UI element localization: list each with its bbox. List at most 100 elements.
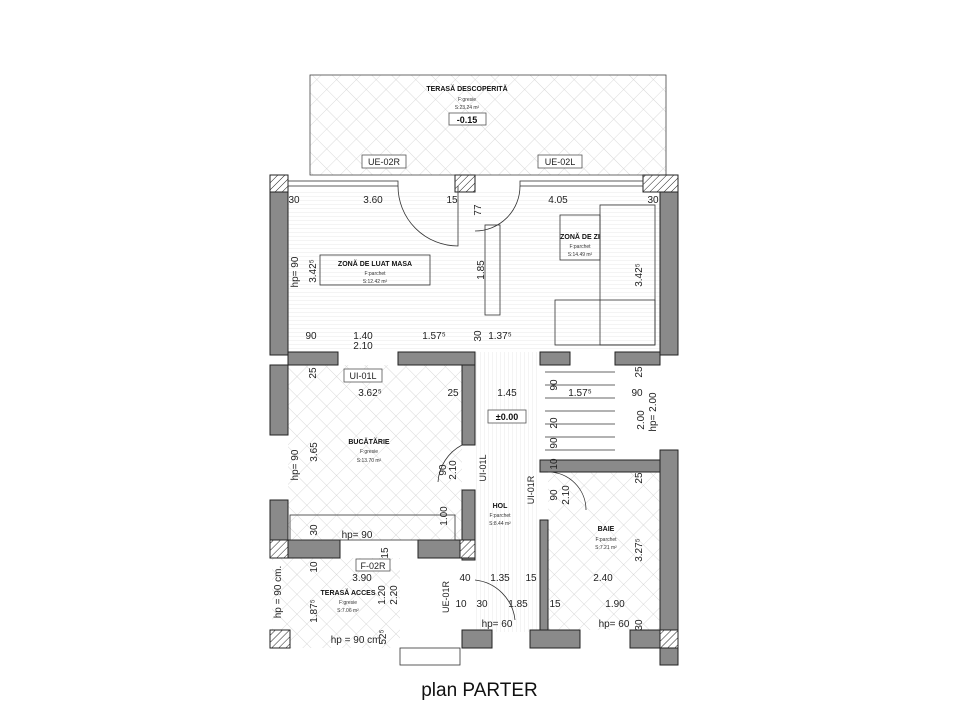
- svg-text:25: 25: [308, 367, 319, 379]
- svg-text:30: 30: [647, 195, 659, 206]
- svg-text:77: 77: [473, 204, 484, 216]
- terrace-entry-floor: [272, 558, 400, 648]
- openings-lines: [287, 180, 656, 666]
- svg-text:1.20: 1.20: [377, 585, 388, 605]
- svg-text:15: 15: [380, 547, 391, 559]
- svg-text:BAIE: BAIE: [598, 526, 615, 533]
- svg-text:3.90: 3.90: [352, 573, 372, 584]
- opening-tags: UE-02R UE-02L UI-01L UI-01L UI-01R F-02R…: [343, 154, 583, 613]
- tag-ui-01l-vertical: UI-01L: [478, 454, 488, 481]
- room-terasa-acces: TERASĂ ACCES F:gresie S:7.06 m²: [321, 588, 376, 614]
- svg-text:1.35: 1.35: [490, 573, 510, 584]
- svg-text:30: 30: [473, 330, 484, 342]
- svg-text:1.57⁵: 1.57⁵: [422, 331, 446, 342]
- svg-text:90: 90: [549, 379, 560, 391]
- svg-text:1.00: 1.00: [439, 506, 450, 526]
- tag-ui-01l: UI-01L: [349, 371, 376, 381]
- svg-text:TERASĂ ACCES: TERASĂ ACCES: [321, 588, 376, 597]
- svg-text:S:23.24 m²: S:23.24 m²: [455, 105, 480, 111]
- room-zona-luat-masa: ZONĂ DE LUAT MASA F:parchet S:12.42 m²: [338, 259, 412, 285]
- level-marker: -0.15: [457, 115, 478, 125]
- svg-text:1.40: 1.40: [353, 331, 373, 342]
- tag-ue-02r: UE-02R: [368, 157, 401, 167]
- svg-text:3.60: 3.60: [363, 195, 383, 206]
- svg-text:1.57⁵: 1.57⁵: [568, 388, 592, 399]
- svg-text:90: 90: [438, 464, 449, 476]
- svg-text:2.10: 2.10: [448, 460, 459, 480]
- svg-text:25: 25: [634, 366, 645, 378]
- svg-text:15: 15: [525, 573, 537, 584]
- svg-text:F:gresie: F:gresie: [339, 600, 357, 606]
- svg-text:40: 40: [459, 573, 471, 584]
- svg-text:hp = 90 cm.: hp = 90 cm.: [273, 566, 284, 619]
- tag-f-02r: F-02R: [360, 561, 386, 571]
- svg-text:2.10: 2.10: [353, 341, 373, 352]
- svg-text:15: 15: [549, 599, 561, 610]
- svg-text:F:parchet: F:parchet: [364, 271, 386, 277]
- svg-text:hp= 90: hp= 90: [342, 530, 373, 541]
- room-bucatarie: BUCĂTĂRIE F:gresie S:13.70 m²: [348, 437, 390, 464]
- sill-heights: hp= 90 hp= 90 hp= 90 hp = 90 cm. hp = 90…: [273, 256, 659, 646]
- svg-text:3.65: 3.65: [309, 442, 320, 462]
- room-hol: ±0.00 HOL F:parchet S:8.44 m²: [487, 409, 527, 527]
- svg-text:90: 90: [549, 489, 560, 501]
- svg-text:hp= 90: hp= 90: [290, 449, 301, 480]
- svg-text:S:7.21 m²: S:7.21 m²: [595, 545, 617, 551]
- svg-text:F:gresie: F:gresie: [458, 97, 476, 103]
- kitchen-floor: [288, 365, 462, 540]
- tag-ue-02l: UE-02L: [545, 157, 576, 167]
- svg-text:90: 90: [549, 437, 560, 449]
- svg-text:1.37⁵: 1.37⁵: [488, 331, 512, 342]
- level-marker: ±0.00: [496, 412, 518, 422]
- svg-text:1.45: 1.45: [497, 388, 517, 399]
- svg-text:S:7.06 m²: S:7.06 m²: [337, 608, 359, 614]
- svg-text:HOL: HOL: [493, 503, 509, 510]
- svg-text:1.90: 1.90: [605, 599, 625, 610]
- svg-text:20: 20: [549, 417, 560, 429]
- svg-text:3.42⁵: 3.42⁵: [308, 259, 319, 283]
- hall-floor: [475, 352, 540, 632]
- svg-text:S:8.44 m²: S:8.44 m²: [489, 521, 511, 527]
- svg-text:S:13.70 m²: S:13.70 m²: [357, 458, 382, 464]
- svg-text:3.27⁵: 3.27⁵: [634, 538, 645, 562]
- svg-text:10: 10: [455, 599, 467, 610]
- svg-text:2.20: 2.20: [389, 585, 400, 605]
- svg-text:30: 30: [634, 619, 645, 631]
- svg-text:hp = 90 cm.: hp = 90 cm.: [331, 635, 384, 646]
- svg-text:3.62⁵: 3.62⁵: [358, 388, 382, 399]
- svg-text:10: 10: [309, 561, 320, 573]
- svg-text:F:parchet: F:parchet: [569, 244, 591, 250]
- svg-text:30: 30: [288, 195, 300, 206]
- svg-text:hp= 60: hp= 60: [482, 619, 513, 630]
- svg-text:2.40: 2.40: [593, 573, 613, 584]
- tag-ue-01r: UE-01R: [441, 580, 451, 613]
- svg-text:1.85: 1.85: [508, 599, 528, 610]
- plan-caption: plan PARTER: [421, 680, 538, 701]
- walls: [269, 174, 679, 666]
- svg-text:ZONĂ DE ZI: ZONĂ DE ZI: [560, 232, 600, 241]
- svg-text:1.85: 1.85: [476, 260, 487, 280]
- svg-text:10: 10: [549, 458, 560, 470]
- living-floor: [288, 192, 660, 352]
- svg-text:90: 90: [305, 331, 317, 342]
- svg-text:1.87⁵: 1.87⁵: [309, 599, 320, 623]
- svg-text:90: 90: [631, 388, 643, 399]
- svg-text:S:12.42 m²: S:12.42 m²: [363, 279, 388, 285]
- svg-text:30: 30: [309, 524, 320, 536]
- svg-text:hp= 2.00: hp= 2.00: [648, 392, 659, 432]
- svg-text:15: 15: [446, 195, 458, 206]
- dimension-labels: 30 3.60 15 77 4.05 30 3.42⁵ 3.42⁵ 1.85 9…: [288, 195, 659, 645]
- svg-text:S:14.49 m²: S:14.49 m²: [568, 252, 593, 258]
- svg-text:30: 30: [476, 599, 488, 610]
- room-baie: BAIE F:parchet S:7.21 m²: [595, 526, 617, 551]
- svg-text:hp= 90: hp= 90: [290, 256, 301, 287]
- room-terasa-descoperita: TERASĂ DESCOPERITĂ F:gresie S:23.24 m² -…: [426, 84, 508, 126]
- svg-text:2.00: 2.00: [636, 410, 647, 430]
- svg-text:hp= 60: hp= 60: [599, 619, 630, 630]
- svg-text:4.05: 4.05: [548, 195, 568, 206]
- room-zona-de-zi: ZONĂ DE ZI F:parchet S:14.49 m²: [560, 232, 600, 258]
- tag-ui-01r: UI-01R: [526, 475, 536, 504]
- svg-text:25: 25: [634, 472, 645, 484]
- svg-text:TERASĂ DESCOPERITĂ: TERASĂ DESCOPERITĂ: [426, 84, 507, 93]
